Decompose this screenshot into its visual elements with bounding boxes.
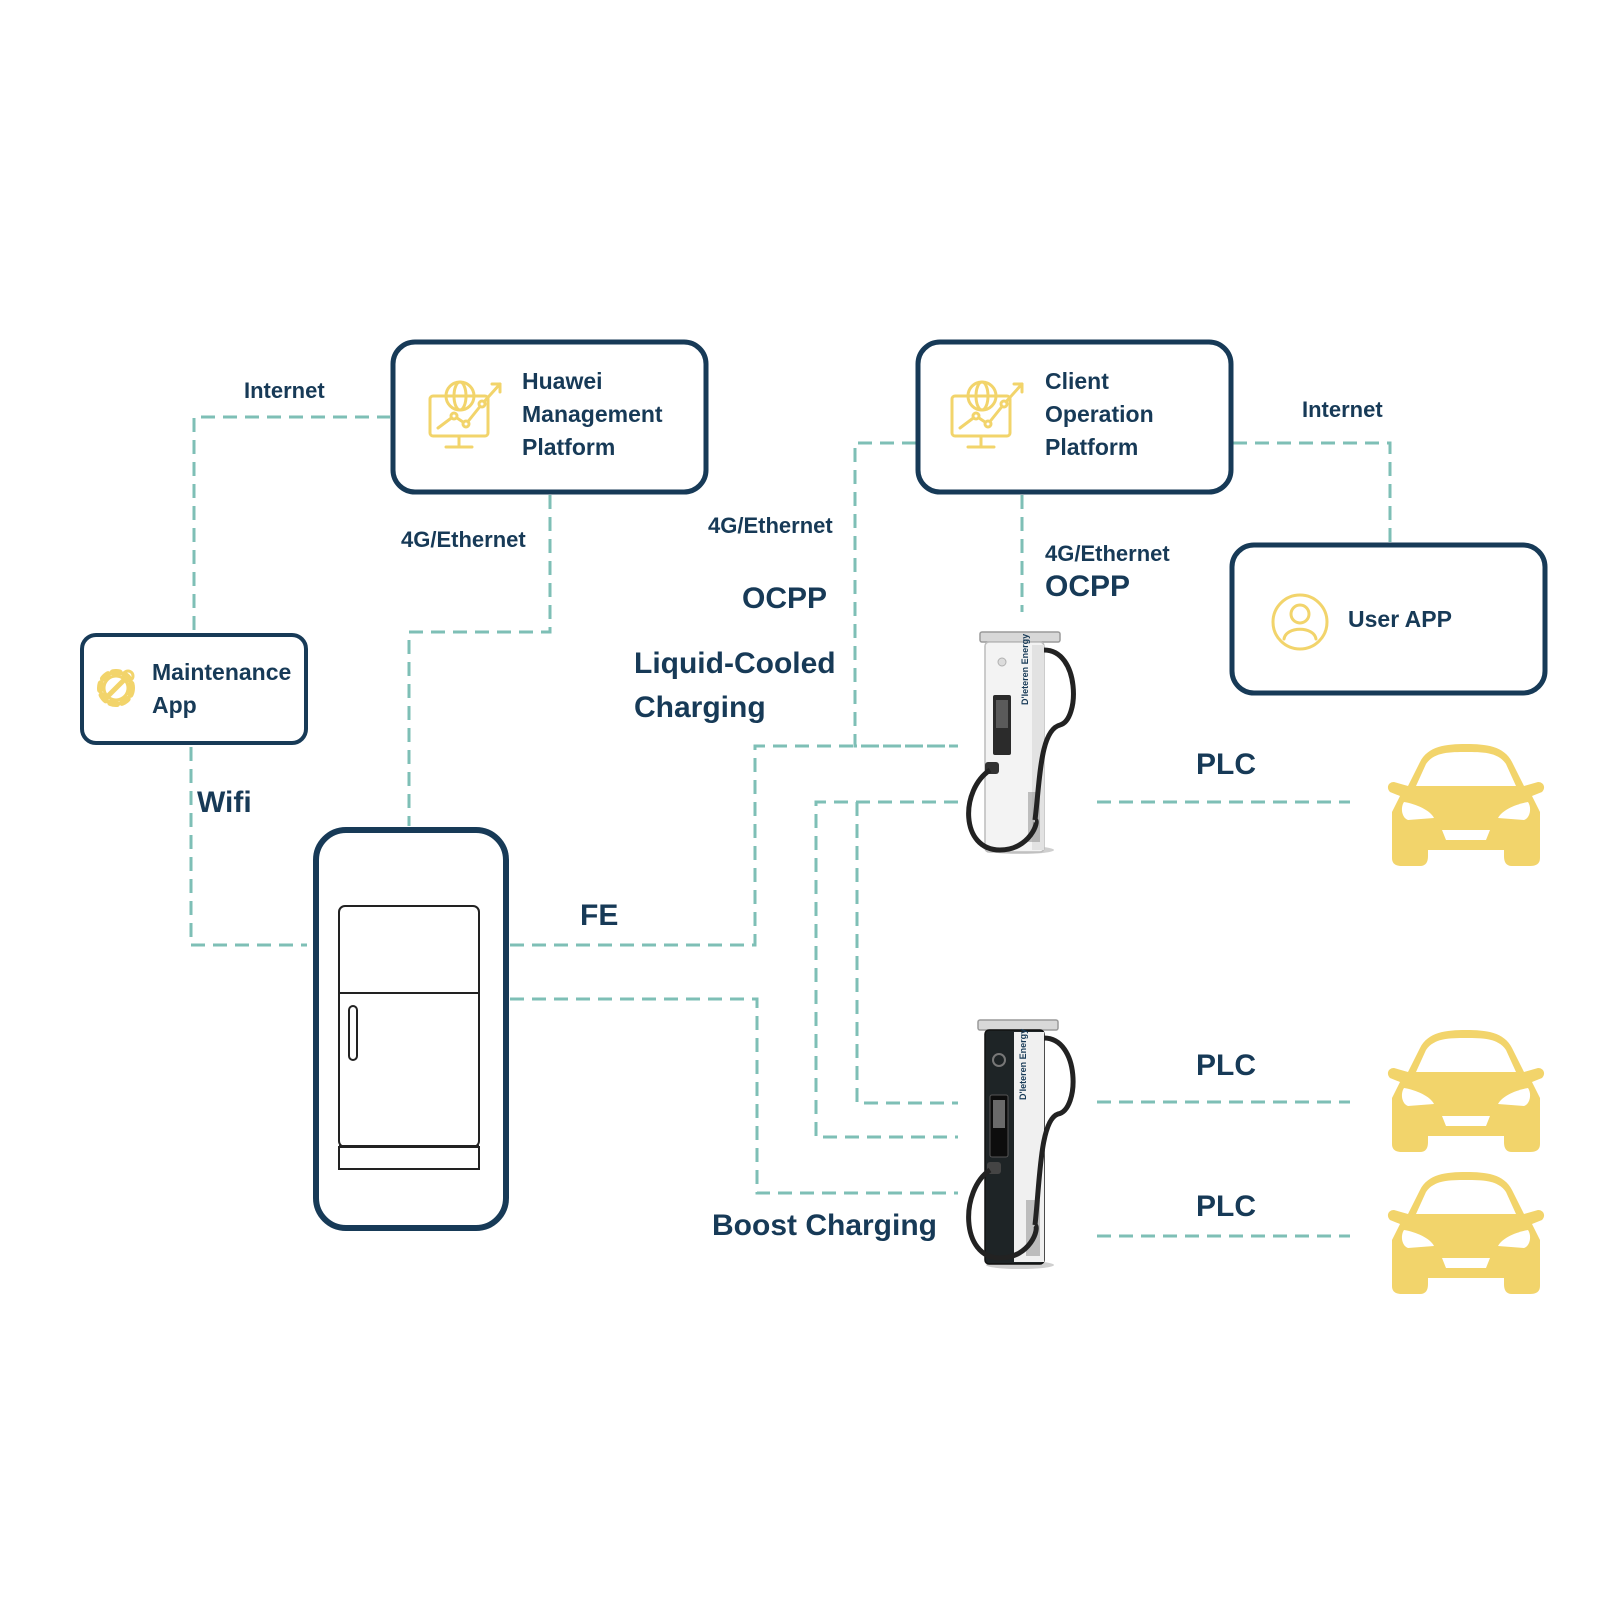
user-app-label: User APP	[1348, 606, 1452, 632]
link-maintenance-cabinet	[189, 747, 307, 947]
huawei-label: Huawei Management Platform	[522, 368, 669, 460]
car-3	[1387, 1172, 1545, 1294]
link-top-to-bottom-b	[855, 802, 958, 1105]
plc-3-label: PLC	[1196, 1190, 1256, 1223]
car-2	[1387, 1030, 1545, 1152]
huawei-label-line-2: Management	[522, 401, 663, 427]
power-cabinet-icon	[338, 905, 480, 1170]
charging-pile-white-icon: D'Ieteren Energy	[966, 631, 1076, 854]
maintenance-box	[80, 633, 308, 745]
huawei-management-platform-node: Huawei Management Platform	[390, 339, 709, 495]
client-box	[915, 339, 1234, 495]
huawei-label-line-1: Huawei	[522, 368, 603, 394]
internet-right-label: Internet	[1302, 397, 1383, 422]
huawei-label-line-3: Platform	[522, 434, 615, 460]
charger-bottom-brand: D'Ieteren Energy	[1018, 1029, 1028, 1100]
edge-labels: Internet Internet 4G/Ethernet 4G/Etherne…	[197, 378, 1383, 1242]
charger-top-node: D'Ieteren Energy	[966, 631, 1076, 854]
client-label-line-1: Client	[1045, 368, 1109, 394]
maintenance-app-node: Maintenance App	[80, 633, 308, 745]
car-icon	[1387, 1172, 1545, 1294]
plc-1-label: PLC	[1196, 748, 1256, 781]
client-label: Client Operation Platform	[1045, 368, 1160, 460]
link-maintenance-huawei	[192, 415, 390, 630]
monitor-globe-chart-icon	[950, 380, 1024, 449]
charger-top-brand: D'Ieteren Energy	[1020, 634, 1030, 705]
user-app-node: User APP	[1229, 542, 1548, 696]
link-cabinet-bottom	[510, 997, 958, 1195]
client-label-line-2: Operation	[1045, 401, 1154, 427]
monitor-globe-chart-icon	[428, 380, 502, 449]
car-1	[1387, 744, 1545, 866]
boost-charging-label: Boost Charging	[712, 1209, 937, 1242]
connections	[189, 415, 1392, 1238]
ocpp-right-label: OCPP	[1045, 570, 1130, 603]
link-client-charger-left	[853, 441, 958, 748]
maintenance-label: Maintenance App	[152, 659, 298, 718]
gear-wrench-icon	[97, 669, 135, 707]
link-top-to-bottom-a	[814, 800, 958, 1139]
user-app-box	[1229, 542, 1548, 696]
liquid-cooled-line-1: Liquid-Cooled	[634, 647, 836, 680]
eth-client-left-label: 4G/Ethernet	[708, 513, 833, 538]
internet-left-label: Internet	[244, 378, 325, 403]
link-client-userapp	[1233, 441, 1392, 543]
client-label-line-3: Platform	[1045, 434, 1138, 460]
maintenance-label-line-1: Maintenance	[152, 659, 291, 685]
liquid-cooled-label: Liquid-Cooled Charging	[634, 647, 844, 724]
client-operation-platform-node: Client Operation Platform	[915, 339, 1234, 495]
ocpp-left-label: OCPP	[742, 582, 827, 615]
plc-2-label: PLC	[1196, 1049, 1256, 1082]
power-cabinet-node	[313, 827, 509, 1231]
charger-bottom-node: D'Ieteren Energy	[966, 1019, 1076, 1269]
charging-pile-black-icon: D'Ieteren Energy	[966, 1019, 1076, 1269]
fe-label: FE	[580, 899, 618, 932]
eth-client-right-label: 4G/Ethernet	[1045, 541, 1170, 566]
liquid-cooled-line-2: Charging	[634, 691, 766, 724]
user-icon	[1271, 593, 1329, 651]
link-cabinet-fe-top	[510, 744, 958, 947]
wifi-label: Wifi	[197, 786, 252, 819]
car-icon	[1387, 1030, 1545, 1152]
link-huawei-cabinet	[407, 495, 552, 826]
car-icon	[1387, 744, 1545, 866]
maintenance-label-line-2: App	[152, 692, 197, 718]
huawei-box	[390, 339, 709, 495]
eth-huawei-label: 4G/Ethernet	[401, 527, 526, 552]
